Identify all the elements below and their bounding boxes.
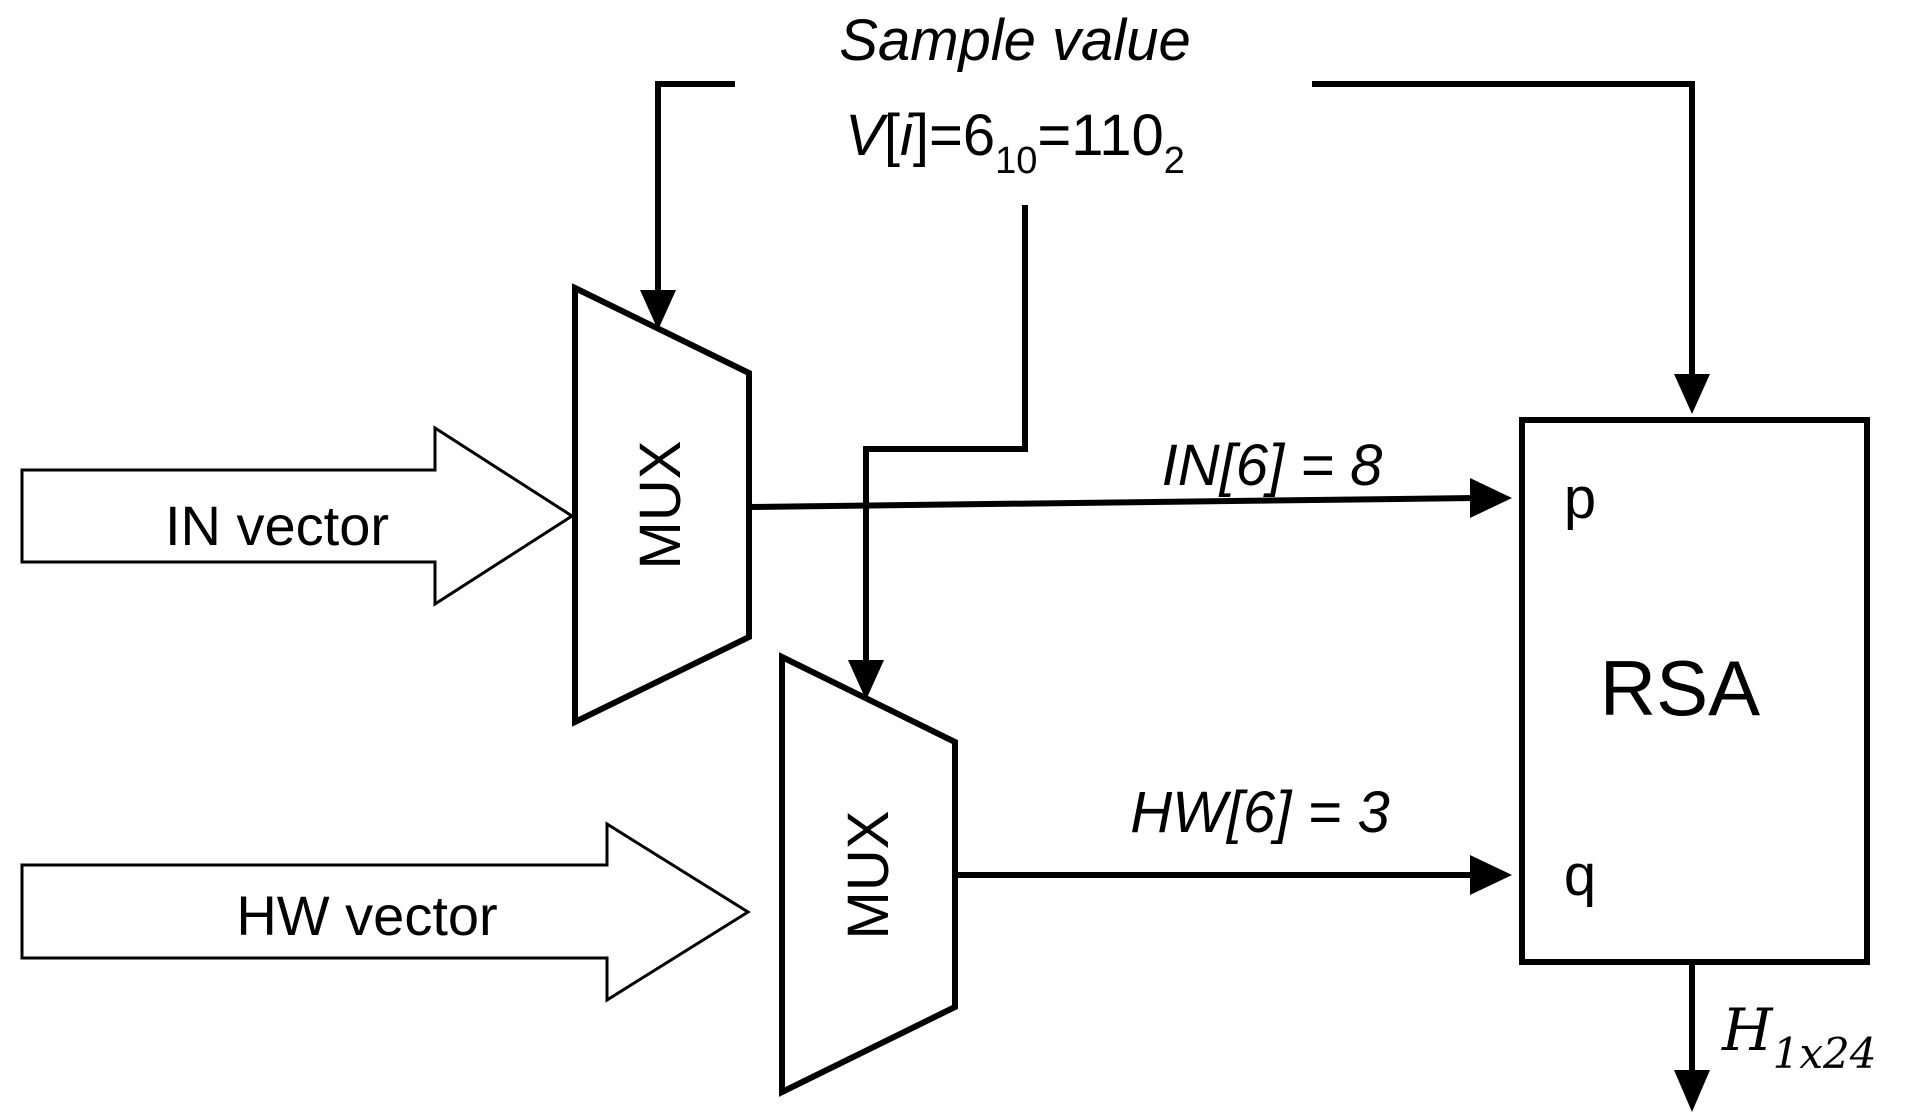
control-arrowhead-top-mux (640, 290, 676, 330)
mux-top (572, 283, 752, 727)
expr-v: V (845, 103, 889, 168)
output-arrowhead (1674, 1070, 1710, 1112)
sample-value-heading: Sample value (839, 8, 1190, 73)
expr-rbracket-eq: ]=6 (913, 103, 995, 168)
mux-bottom (779, 652, 958, 1097)
expr-sub10: 10 (995, 140, 1037, 182)
sample-value-expression: V[i]=610=1102 (845, 103, 1185, 182)
rsa-label: RSA (1600, 644, 1760, 732)
in-vector-arrow (20, 425, 575, 607)
output-label: H1x24 (1721, 996, 1876, 1078)
rsa-port-p: p (1564, 466, 1596, 531)
signal-label-hw: HW[6] = 3 (1130, 780, 1389, 845)
rsa-port-q: q (1564, 843, 1596, 908)
signal-line-in (748, 495, 1476, 510)
output-sub: 1x24 (1773, 1029, 1877, 1078)
in-vector-label: IN vector (165, 494, 389, 557)
signal-label-in: IN[6] = 8 (1162, 433, 1383, 498)
expr-i: i (900, 103, 915, 168)
control-line-rsa (1312, 81, 1695, 380)
control-line-bottom-mux (863, 205, 1028, 665)
mux-bottom-label: MUX (836, 811, 901, 940)
mux-top-label: MUX (628, 441, 693, 570)
rsa-block (1519, 417, 1870, 965)
hw-vector-arrow (20, 821, 751, 1003)
control-arrowhead-rsa (1674, 374, 1710, 414)
signal-arrowhead-hw (1470, 855, 1512, 895)
expr-lbracket: [ (884, 103, 900, 168)
output-main: H (1721, 996, 1774, 1064)
hw-vector-label: HW vector (236, 884, 497, 947)
signal-arrowhead-in (1470, 478, 1512, 518)
expr-eq110: =110 (1037, 103, 1163, 168)
control-line-top-mux (655, 81, 735, 300)
control-arrowhead-bottom-mux (848, 660, 884, 700)
expr-sub2: 2 (1164, 140, 1185, 182)
